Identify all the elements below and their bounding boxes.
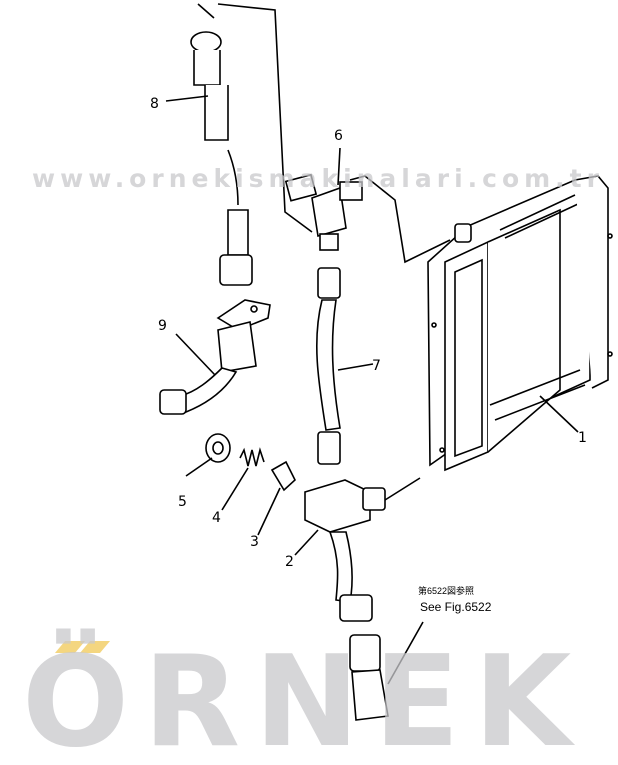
block-part-2 (304, 479, 389, 721)
watermark-url: www.ornekismakinalari.com.tr (32, 164, 604, 193)
spring-part-4 (239, 447, 265, 467)
reference-note-en: See Fig.6522 (420, 600, 492, 614)
oil-cooler-part-1 (427, 175, 613, 472)
part-label-6: 6 (334, 128, 343, 144)
part-label-5: 5 (178, 494, 187, 510)
part-label-2: 2 (285, 554, 294, 570)
part-label-4: 4 (212, 510, 221, 526)
elbow-fitting-part-6 (284, 173, 363, 251)
hose-part-8 (190, 31, 253, 286)
part-label-8: 8 (150, 96, 159, 112)
valve-part-3 (270, 460, 296, 492)
plug-part-5 (205, 433, 231, 463)
part-label-7: 7 (372, 358, 381, 374)
part-labels: 1 2 3 4 5 6 7 8 9 (150, 96, 587, 570)
part-label-9: 9 (158, 318, 167, 334)
part-label-1: 1 (578, 430, 587, 446)
elbow-hose-part-9 (159, 299, 271, 415)
hose-part-7 (316, 267, 341, 465)
watermark-brand: ÖRNEK (22, 628, 586, 765)
part-label-3: 3 (250, 534, 259, 550)
reference-note-jp: 第6522図参照 (418, 586, 475, 596)
